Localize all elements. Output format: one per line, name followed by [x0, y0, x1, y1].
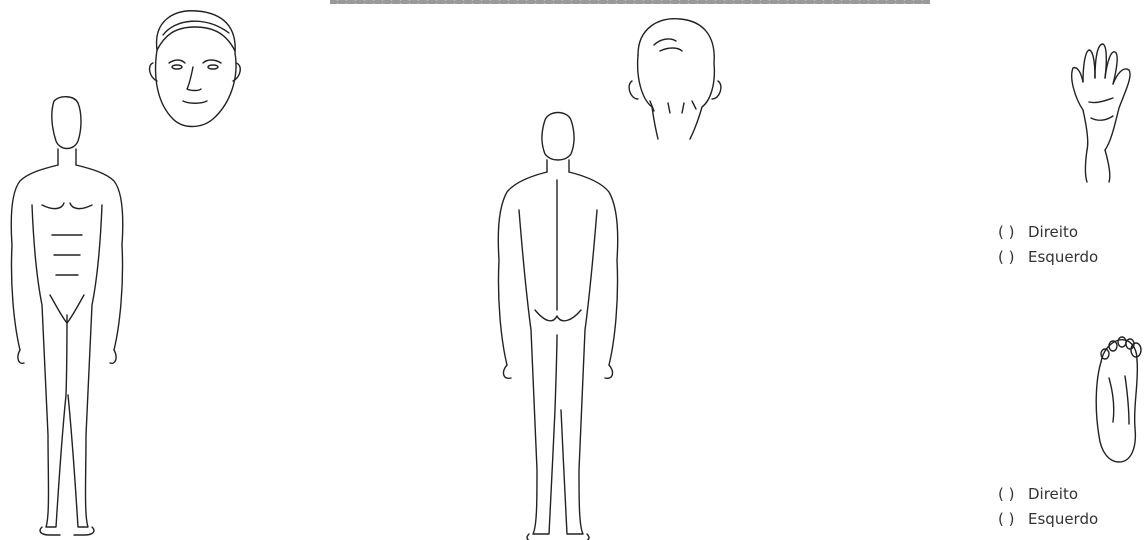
foot-left-label: Esquerdo	[1028, 510, 1098, 528]
hand-drawing	[1055, 38, 1140, 183]
foot-side-options: ( )Direito ( )Esquerdo	[998, 482, 1098, 532]
foot-right-option[interactable]: ( )Direito	[998, 482, 1098, 507]
hand-left-label: Esquerdo	[1028, 248, 1098, 266]
foot-right-checkbox[interactable]: ( )	[998, 482, 1028, 507]
hand-right-option[interactable]: ( )Direito	[998, 220, 1098, 245]
hand-left-checkbox[interactable]: ( )	[998, 245, 1028, 270]
foot-right-label: Direito	[1028, 485, 1078, 503]
foot-drawing	[1085, 332, 1147, 467]
hand-right-label: Direito	[1028, 223, 1078, 241]
back-head-drawing	[620, 15, 730, 145]
foot-left-checkbox[interactable]: ( )	[998, 507, 1028, 532]
back-body-drawing	[493, 110, 628, 540]
hand-right-checkbox[interactable]: ( )	[998, 220, 1028, 245]
front-head-drawing	[135, 5, 250, 130]
front-body-drawing	[2, 95, 147, 540]
foot-left-option[interactable]: ( )Esquerdo	[998, 507, 1098, 532]
hand-side-options: ( )Direito ( )Esquerdo	[998, 220, 1098, 270]
hand-left-option[interactable]: ( )Esquerdo	[998, 245, 1098, 270]
header-line	[330, 0, 930, 6]
